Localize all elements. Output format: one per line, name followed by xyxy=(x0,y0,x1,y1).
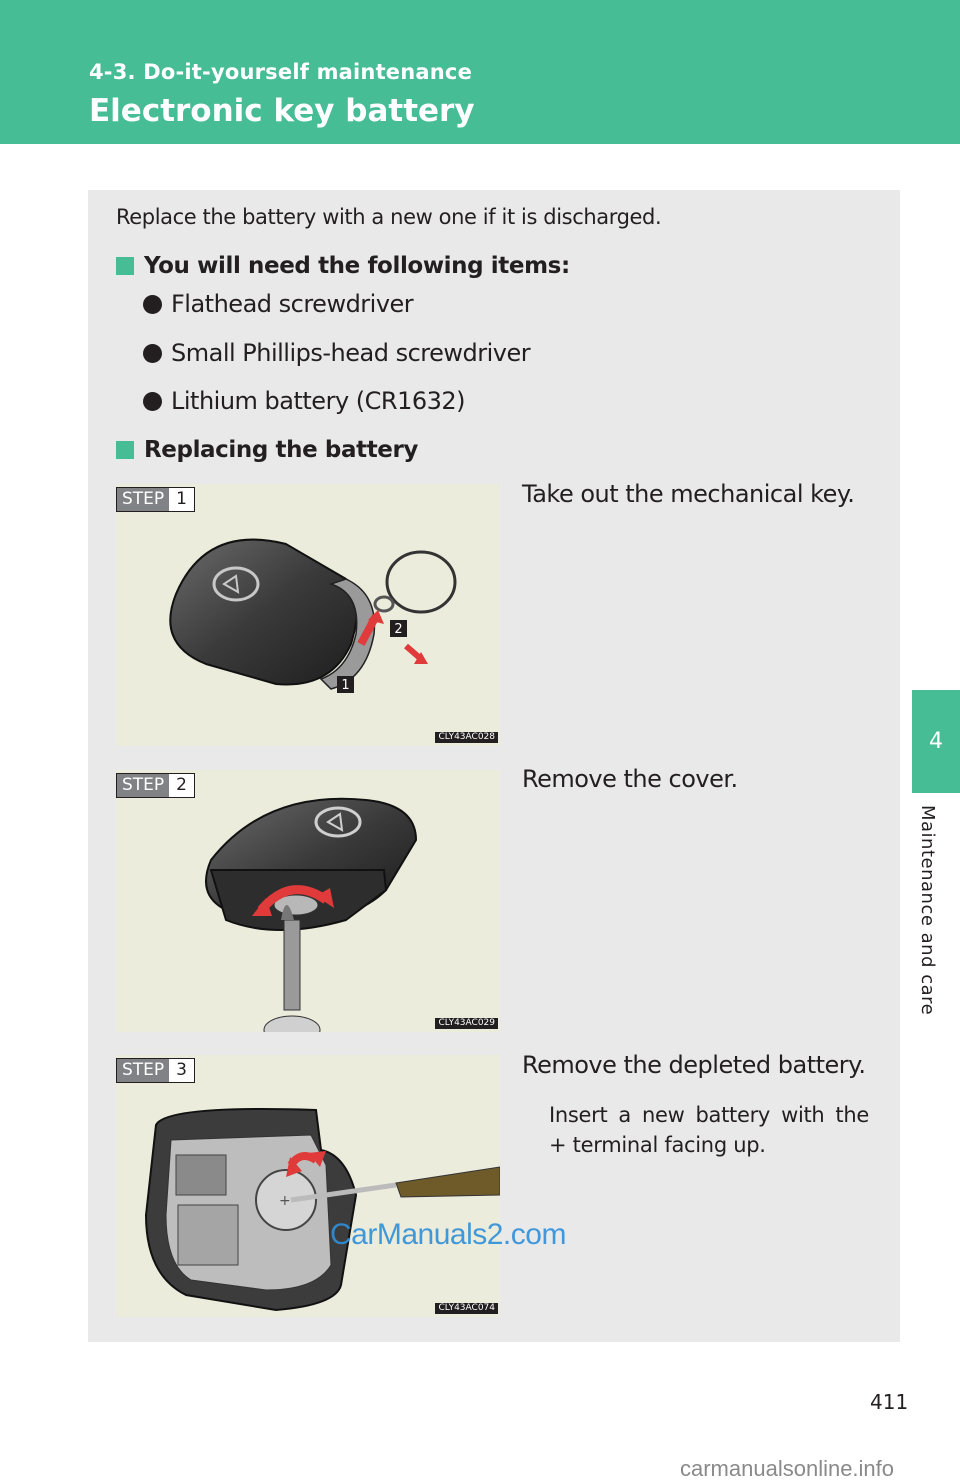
battery-removal-illustration: + xyxy=(144,1108,500,1312)
intro-text: Replace the battery with a new one if it… xyxy=(116,205,662,229)
list-item: Lithium battery (CR1632) xyxy=(143,387,466,415)
image-code: CLY43AC028 xyxy=(435,732,498,743)
svg-text:+: + xyxy=(279,1193,291,1209)
list-item: Flathead screwdriver xyxy=(143,290,414,318)
chapter-number: 4 xyxy=(929,729,943,754)
chapter-title: Maintenance and care xyxy=(917,805,938,1016)
bullet-icon xyxy=(143,391,162,411)
image-code: CLY43AC074 xyxy=(435,1303,498,1314)
chapter-tab[interactable]: 4 xyxy=(912,690,960,793)
step-note: Insert a new battery with the + terminal… xyxy=(549,1103,869,1157)
section-label: 4-3. Do-it-yourself maintenance xyxy=(89,60,473,84)
step-instruction: Remove the cover. xyxy=(522,765,738,793)
key-fob-cover-removal-illustration xyxy=(205,797,418,1032)
replacing-heading: Replacing the battery xyxy=(116,437,418,463)
step-instruction: Take out the mechanical key. xyxy=(522,480,855,508)
step-badge: STEP 1 xyxy=(116,487,195,512)
callout-2: 2 xyxy=(394,622,402,637)
step-badge: STEP 2 xyxy=(116,773,195,798)
page-header: 4-3. Do-it-yourself maintenance Electron… xyxy=(0,0,960,144)
bullet-icon xyxy=(143,294,162,314)
step-word: STEP xyxy=(117,774,170,797)
step-instruction: Remove the depleted battery. xyxy=(522,1051,866,1079)
items-heading: You will need the following items: xyxy=(116,253,570,279)
watermark: CarManuals2.com xyxy=(330,1218,566,1251)
page-number: 411 xyxy=(870,1390,909,1414)
list-item-label: Flathead screwdriver xyxy=(171,290,414,318)
step1-illustration: 1 2 CLY43AC028 xyxy=(116,484,500,746)
replacing-heading-label: Replacing the battery xyxy=(144,437,419,463)
step2-illustration: CLY43AC029 xyxy=(116,770,500,1032)
step-number: 1 xyxy=(169,488,194,511)
list-item-label: Lithium battery (CR1632) xyxy=(171,387,466,415)
footer-site-link[interactable]: carmanualsonline.info xyxy=(680,1456,895,1481)
step-number: 3 xyxy=(169,1059,194,1082)
list-item: Small Phillips-head screwdriver xyxy=(143,339,531,367)
step-word: STEP xyxy=(117,488,170,511)
page-title: Electronic key battery xyxy=(89,93,475,129)
callout-1: 1 xyxy=(341,678,349,693)
step-word: STEP xyxy=(117,1059,170,1082)
step-number: 2 xyxy=(169,774,194,797)
image-code: CLY43AC029 xyxy=(435,1018,498,1029)
bullet-icon xyxy=(143,343,162,363)
step3-illustration: + CLY43AC074 xyxy=(116,1055,500,1317)
heading-square-icon xyxy=(116,257,134,275)
items-heading-label: You will need the following items: xyxy=(144,253,570,279)
list-item-label: Small Phillips-head screwdriver xyxy=(171,339,531,367)
key-fob-with-ring-illustration: 1 2 xyxy=(169,538,457,693)
step-badge: STEP 3 xyxy=(116,1058,195,1083)
heading-square-icon xyxy=(116,441,134,459)
